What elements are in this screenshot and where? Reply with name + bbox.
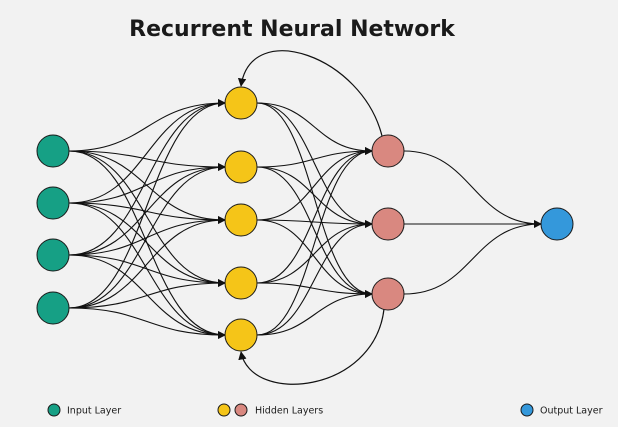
connection-edge (68, 99, 226, 309)
connection-edge (68, 163, 226, 309)
hidden-1-node (224, 150, 258, 184)
connection-edge (256, 147, 373, 221)
hidden-2-node (371, 277, 405, 311)
connection-edge (256, 166, 373, 228)
hidden-1-node (224, 203, 258, 237)
input-node (36, 238, 70, 272)
connection-edge (256, 282, 373, 298)
network-nodes (36, 86, 574, 352)
recurrent-loop-arrow (238, 308, 385, 385)
output-node (540, 207, 574, 241)
connection-edge (256, 147, 373, 336)
connection-edge (256, 166, 373, 298)
diagram-title: Recurrent Neural Network (129, 17, 456, 42)
connection-edge (403, 220, 542, 295)
connection-edge (256, 219, 373, 298)
connection-edge (68, 279, 226, 309)
connection-edge (256, 220, 373, 336)
recurrent-loops (237, 50, 385, 385)
connection-edge (256, 147, 373, 168)
connection-edge (256, 102, 373, 228)
connection-edge (256, 290, 373, 336)
connection-edge (68, 99, 226, 152)
connection-edge (68, 307, 226, 339)
legend-hidden-swatch-yellow (217, 403, 231, 417)
legend-output-swatch (520, 403, 534, 417)
legend-input-swatch (47, 403, 61, 417)
connection-edge (68, 202, 226, 287)
legend: Input Layer Hidden Layers Output Layer (47, 403, 603, 417)
connection-edge (68, 254, 226, 287)
hidden-2-node (371, 207, 405, 241)
input-node (36, 186, 70, 220)
connection-edge (68, 163, 226, 256)
hidden-2-node (371, 134, 405, 168)
connection-edge (256, 102, 373, 155)
legend-hidden-swatch-red (234, 403, 248, 417)
connection-edge (68, 216, 226, 309)
legend-hidden-label: Hidden Layers (255, 406, 323, 417)
hidden-1-node (224, 318, 258, 352)
legend-input-label: Input Layer (67, 406, 121, 417)
connection-edge (68, 150, 226, 171)
input-node (36, 134, 70, 168)
connection-edge (256, 220, 373, 284)
connection-edge (256, 219, 373, 228)
hidden-1-node (224, 86, 258, 120)
connection-edge (256, 147, 373, 284)
connection-edge (68, 150, 226, 287)
connection-edges (68, 99, 542, 339)
recurrent-loop-arrow (237, 50, 383, 137)
connection-edge (68, 163, 226, 204)
hidden-1-node (224, 266, 258, 300)
connection-edge (403, 150, 542, 228)
connection-edge (68, 99, 226, 256)
connection-edge (256, 102, 373, 298)
legend-output-label: Output Layer (540, 406, 603, 417)
input-node (36, 291, 70, 325)
connection-edge (68, 99, 226, 204)
